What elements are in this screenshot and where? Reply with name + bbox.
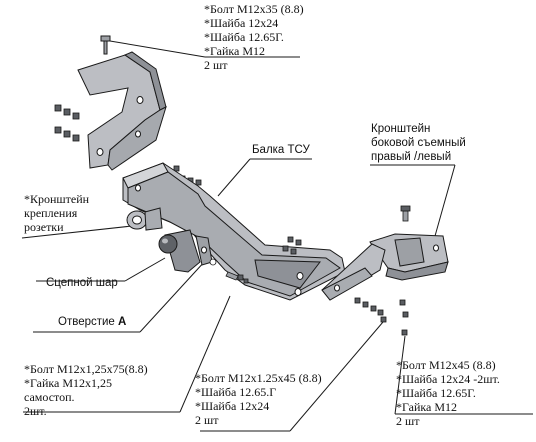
- side-hardware: [354, 205, 411, 336]
- bolt-right-line1: *Болт М12х45 (8.8): [396, 358, 496, 372]
- leader-ball-diag: [124, 257, 166, 282]
- bolt-middle-line3: *Шайба 12х24: [195, 399, 270, 413]
- leader-bolt-left-diag: [179, 295, 231, 413]
- bolt-right-line4: *Гайка М12: [396, 400, 458, 414]
- label-beam: Балка ТСУ: [252, 144, 310, 156]
- leader-top-bolt: [109, 40, 206, 58]
- top-bolt-line3: *Шайба 12.65Г.: [204, 30, 284, 44]
- bolt-left-line2: *Гайка М12х1,25: [24, 376, 113, 390]
- bolt-right-line2: *Шайба 12х24 -2шт.: [396, 372, 500, 386]
- label-bolt-middle: *Болт М12х1.25х45 (8.8) *Шайба 12.65.Г *…: [195, 371, 322, 427]
- label-hole: Отверстие А: [58, 315, 126, 329]
- side-bracket-line2: боковой съемный: [371, 137, 466, 149]
- upper-bracket: [77, 35, 167, 171]
- label-top-bolt-set: *Болт М12х35 (8.8) *Шайба 12х24 *Шайба 1…: [204, 2, 304, 72]
- leader-beam-diag: [217, 158, 251, 197]
- label-ball: Сцепной шар: [46, 277, 118, 289]
- hole-letter: А: [118, 316, 127, 328]
- hole-prefix: Отверстие: [58, 316, 119, 328]
- beam-hardware: [209, 236, 302, 284]
- side-bracket-line1: Кронштейн: [371, 123, 431, 135]
- label-socket-bracket: *Кронштейн крепления розетки: [24, 192, 89, 234]
- top-bolt-line2: *Шайба 12х24: [204, 16, 279, 30]
- side-bracket-part: [321, 233, 449, 301]
- bolt-right-line3: *Шайба 12.65Г.: [396, 386, 476, 400]
- label-bolt-left: *Болт М12х1,25х75(8.8) *Гайка М12х1,25 с…: [24, 362, 148, 418]
- bolt-right-qty: 2 шт: [396, 414, 420, 428]
- bolt-left-line1: *Болт М12х1,25х75(8.8): [24, 362, 148, 376]
- bolt-middle-qty: 2 шт: [195, 413, 219, 427]
- label-bolt-right: *Болт М12х45 (8.8) *Шайба 12х24 -2шт. *Ш…: [396, 358, 500, 428]
- bolt-middle-line1: *Болт М12х1.25х45 (8.8): [195, 371, 322, 385]
- top-bolt-qty: 2 шт: [204, 58, 228, 72]
- top-bolt-line1: *Болт М12х35 (8.8): [204, 2, 304, 16]
- socket-bracket-line2: крепления: [24, 206, 78, 220]
- hitch-ball-part: [158, 229, 213, 273]
- leader-socket-bracket: [21, 225, 133, 239]
- leader-hole-diag: [139, 259, 207, 333]
- leader-side-bracket: [434, 164, 456, 237]
- socket-bracket-line1: *Кронштейн: [24, 192, 90, 206]
- socket-bracket-line3: розетки: [24, 220, 64, 234]
- leader-bolt-middle-diag: [289, 321, 384, 432]
- label-side-bracket: Кронштейн боковой съемный правый /левый: [371, 122, 466, 164]
- towbar-beam: [122, 162, 346, 301]
- leader-bolt-right-diag: [394, 335, 406, 415]
- bolt-left-line3: самостоп.: [24, 390, 75, 404]
- bolt-left-qty: 2шт.: [24, 404, 47, 418]
- bolt-middle-line2: *Шайба 12.65.Г: [195, 385, 277, 399]
- top-bolt-line4: *Гайка М12: [204, 44, 266, 58]
- side-bracket-line3: правый /левый: [371, 151, 452, 163]
- leader-lines: [21, 40, 533, 432]
- socket-bracket-part: [126, 207, 163, 231]
